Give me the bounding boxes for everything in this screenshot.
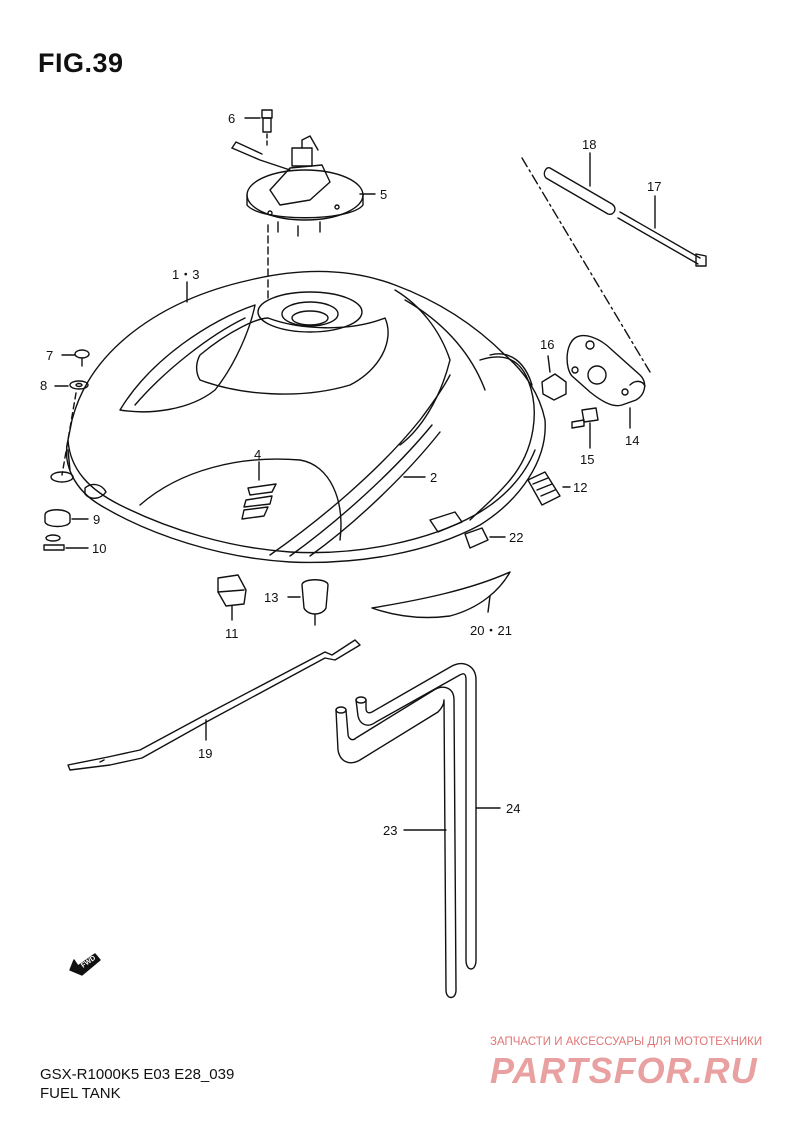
sleeve-18 [521,152,651,373]
callout-10: 10 [92,541,106,556]
callout-14: 14 [625,433,639,448]
callout-17: 17 [647,179,661,194]
callout-8: 8 [40,378,47,393]
callout-5: 5 [380,187,387,202]
nut-16 [541,355,567,401]
rod-19 [67,639,361,771]
callout-12: 12 [573,480,587,495]
bolt-17 [617,195,707,267]
model-code: GSX-R1000K5 E03 E28_039 [40,1066,235,1083]
washer-8 [54,380,89,476]
bolt-15 [571,407,599,449]
callout-20-21: 20・21 [470,623,512,638]
callout-11: 11 [225,626,239,641]
callout-2: 2 [430,470,437,485]
callout-24: 24 [506,801,520,816]
watermark-logo: PARTSFOR.RU [490,1050,758,1091]
side-cover-20-21 [371,571,511,619]
callout-22: 22 [509,530,523,545]
damper-13 [287,579,329,626]
callout-19: 19 [198,746,212,761]
callout-15: 15 [580,452,594,467]
cap-22 [464,527,506,549]
bushing-10 [43,534,89,551]
fwd-arrow-icon: FWD [69,953,101,976]
callout-13: 13 [264,590,278,605]
callout-4: 4 [254,447,261,462]
fuel-tank-body [65,224,546,564]
callout-6: 6 [228,111,235,126]
callout-16: 16 [540,337,554,352]
pad-12 [527,471,571,506]
hose-23 [335,686,457,999]
fuel-cap-assembly [231,135,364,237]
callout-18: 18 [582,137,596,152]
bracket-14 [566,334,646,429]
callout-9: 9 [93,512,100,527]
hose-24 [355,662,501,970]
bolt-7 [61,349,90,367]
watermark-tagline: ЗАПЧАСТИ И АКСЕССУАРЫ ДЛЯ МОТОТЕХНИКИ [490,1036,763,1048]
figure-title: FIG.39 [38,48,124,78]
bolt-6 [244,109,273,149]
callout-1-3: 1・3 [172,267,199,282]
callout-23: 23 [383,823,397,838]
callout-7: 7 [46,348,53,363]
grommet-9 [44,471,89,528]
cushion-11 [217,574,247,621]
section-name: FUEL TANK [40,1085,121,1102]
